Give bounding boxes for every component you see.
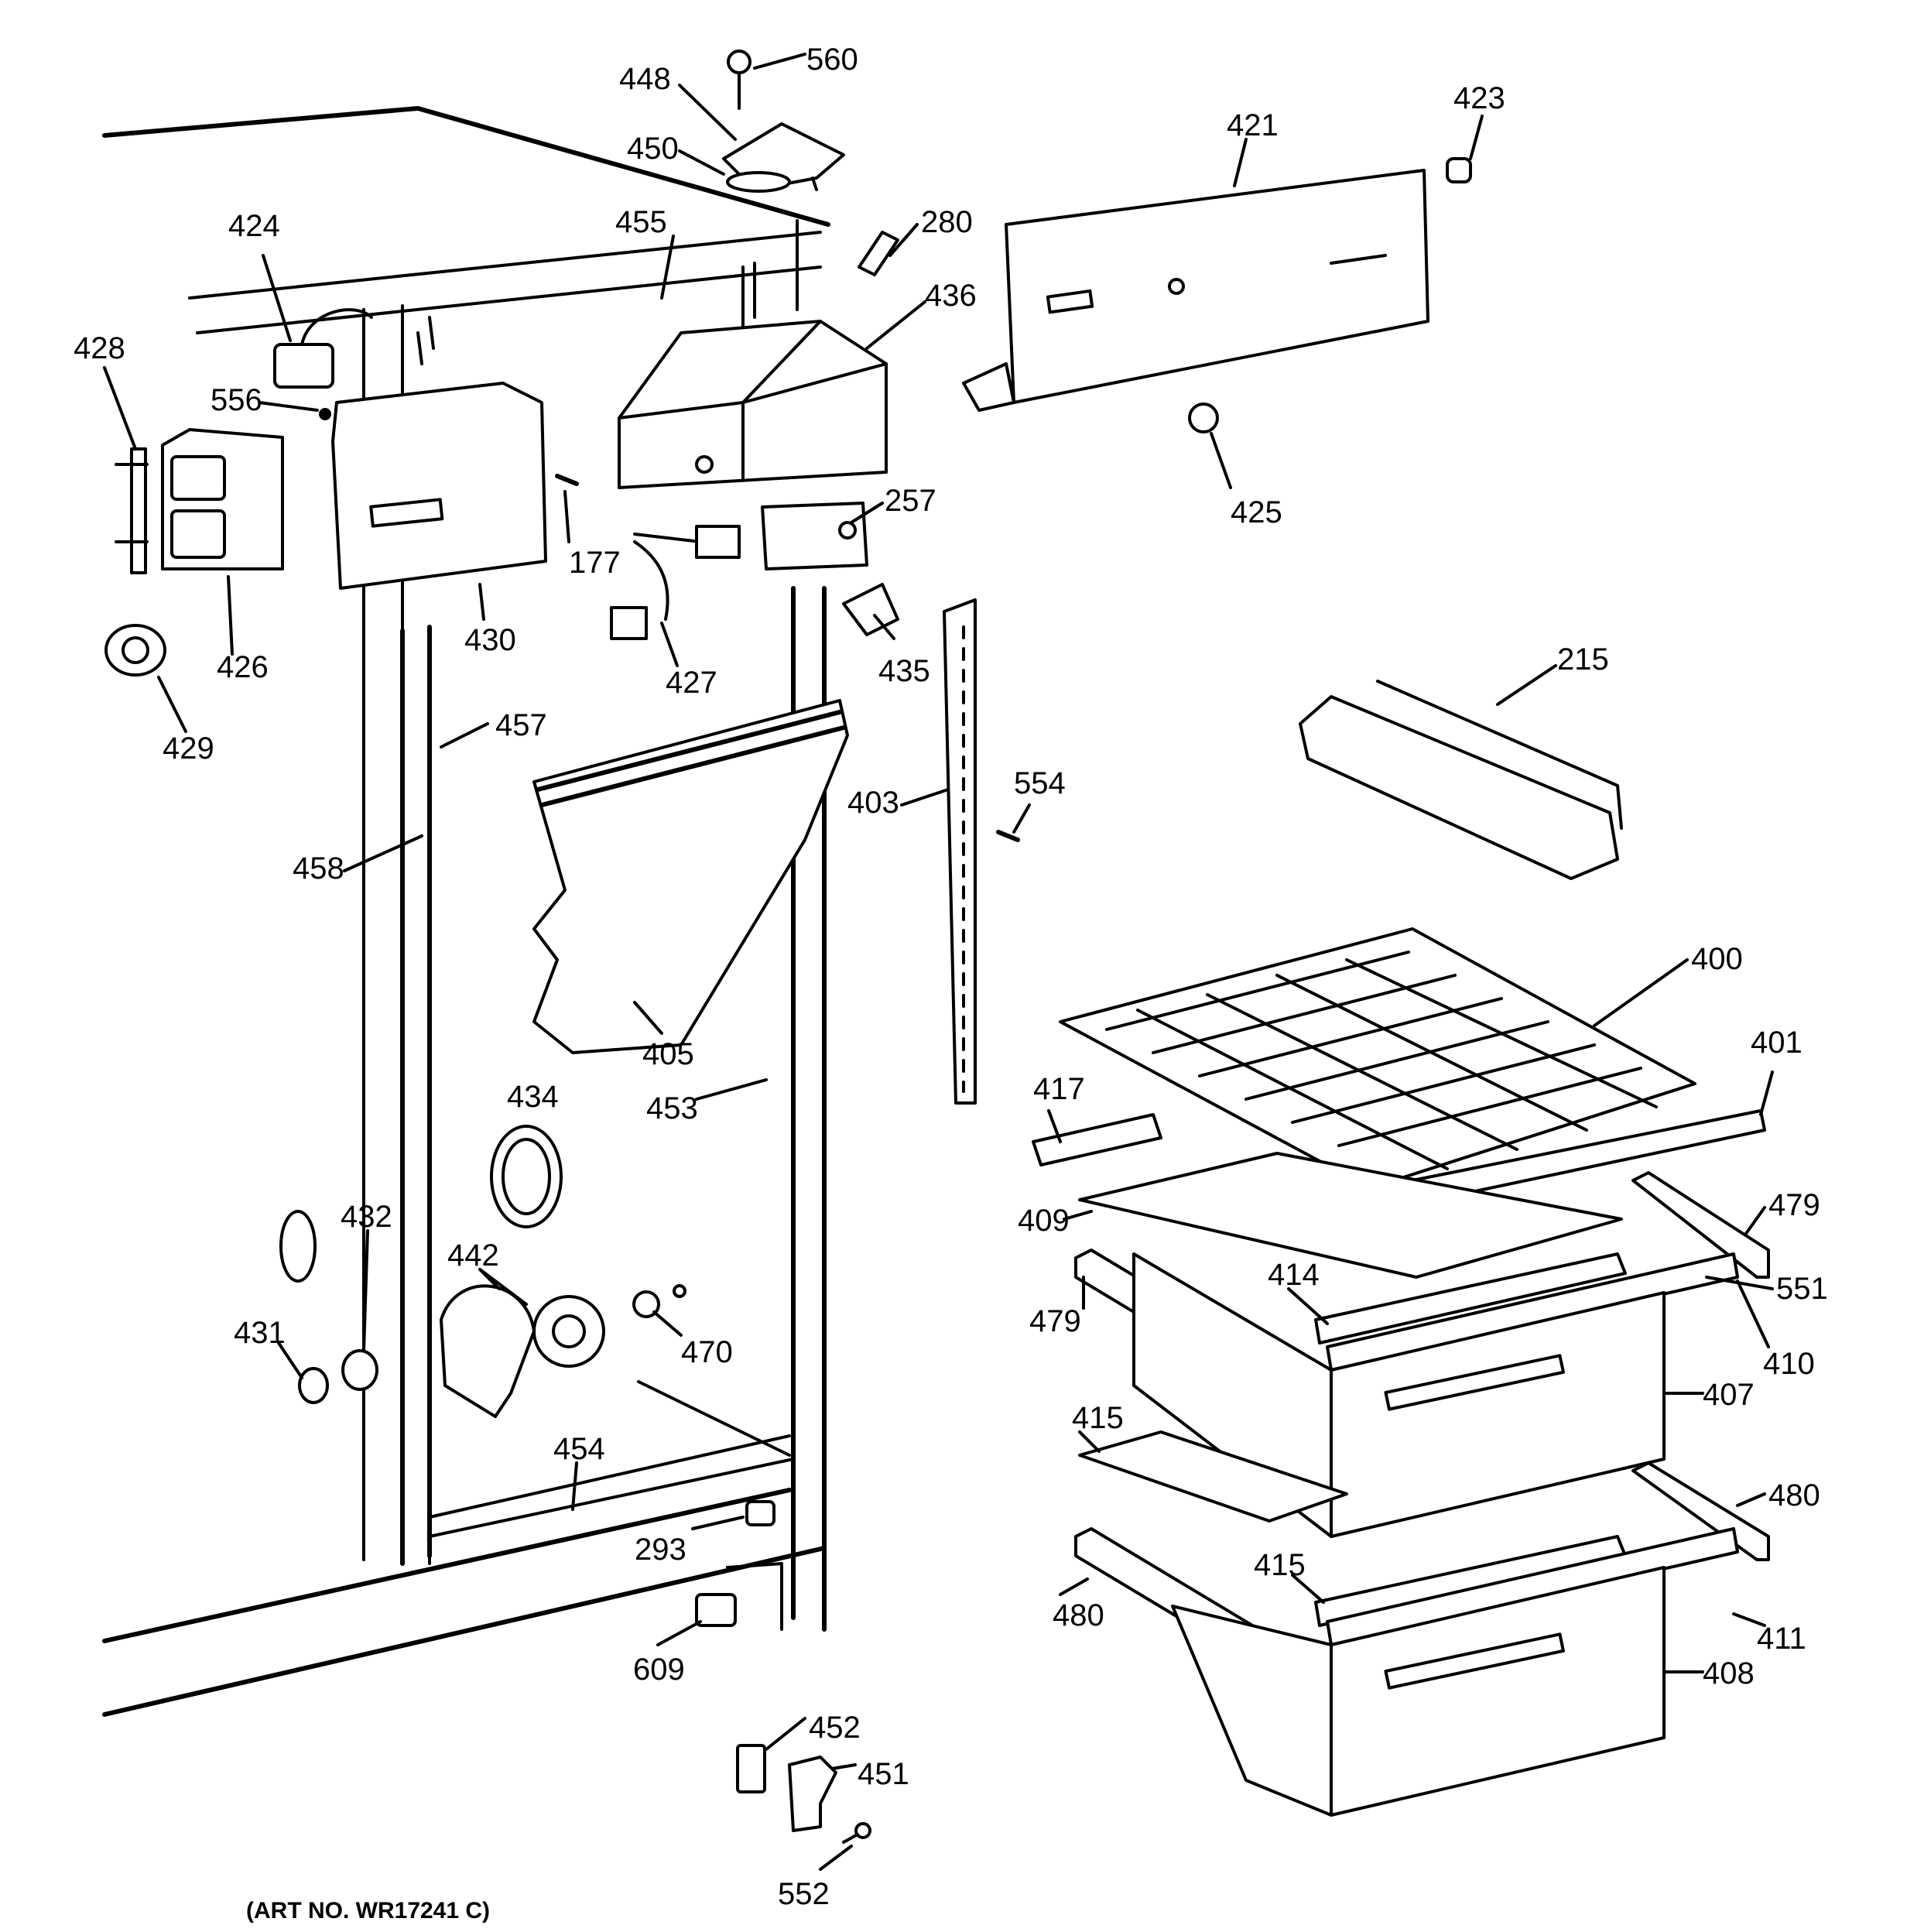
callout-430: 430 (464, 623, 516, 657)
callout-442: 442 (447, 1238, 499, 1273)
light-cover-430 (331, 382, 547, 590)
clip-435 (842, 583, 899, 636)
shim-450 (726, 171, 791, 193)
shelf-trim-417 (1032, 1113, 1162, 1166)
callout-428: 428 (74, 331, 125, 365)
knob-425 (1188, 402, 1219, 433)
art-number-caption: (ART NO. WR17241 C) (246, 1898, 490, 1923)
callout-479-right: 479 (1768, 1188, 1820, 1222)
callout-400: 400 (1691, 942, 1743, 976)
callout-410: 410 (1763, 1347, 1815, 1381)
cabinet-body (102, 106, 830, 1717)
grommet-431 (279, 1210, 329, 1404)
glass-cover-415-upper (1078, 1430, 1348, 1523)
leader-lines (103, 53, 1774, 1871)
callout-458: 458 (293, 851, 344, 886)
callout-414: 414 (1268, 1258, 1320, 1292)
knob-423 (1446, 157, 1472, 183)
bottom-hinge-451 (788, 1756, 837, 1832)
crisper-front-410 (1326, 1252, 1739, 1372)
control-knob-442 (440, 1284, 605, 1418)
screw-556 (319, 408, 331, 420)
callout-421: 421 (1227, 108, 1279, 142)
callout-454: 454 (553, 1432, 605, 1466)
callout-552: 552 (778, 1877, 830, 1911)
bushing-432 (341, 1349, 378, 1391)
callout-560: 560 (806, 43, 858, 77)
callout-452: 452 (809, 1711, 861, 1745)
callout-450: 450 (627, 132, 679, 166)
shim-452 (736, 1744, 766, 1793)
crisper-pan-408 (1171, 1566, 1666, 1817)
tube-280 (858, 231, 899, 276)
callout-403: 403 (847, 786, 899, 820)
callout-453: 453 (646, 1091, 698, 1125)
callout-425: 425 (1231, 495, 1282, 529)
callout-408: 408 (1703, 1656, 1755, 1690)
callout-427: 427 (666, 666, 717, 700)
callout-415-upper: 415 (1072, 1401, 1124, 1435)
callout-479-left: 479 (1029, 1304, 1081, 1338)
callout-457: 457 (495, 708, 547, 742)
crisper-pan-407 (1132, 1252, 1666, 1538)
callout-411: 411 (1757, 1622, 1806, 1656)
callout-455: 455 (615, 205, 667, 239)
callout-551: 551 (1776, 1272, 1828, 1306)
callout-429: 429 (163, 731, 214, 766)
callout-480-left: 480 (1053, 1598, 1104, 1632)
callout-415-lower: 415 (1254, 1548, 1306, 1582)
callout-423: 423 (1453, 81, 1505, 115)
callout-448: 448 (619, 62, 671, 96)
wire-shelf-400 (1059, 927, 1696, 1190)
pan-215 (1299, 680, 1623, 880)
part-609 (695, 1593, 737, 1627)
callout-215: 215 (1557, 642, 1609, 677)
callout-470: 470 (681, 1335, 733, 1369)
bracket-428 (115, 447, 149, 574)
defrost-timer-257 (761, 502, 868, 570)
callout-177: 177 (569, 546, 621, 580)
callout-409: 409 (1018, 1204, 1070, 1238)
clip-293 (745, 1500, 775, 1526)
callout-431: 431 (234, 1316, 286, 1350)
screw-552 (842, 1822, 871, 1844)
callout-424: 424 (228, 209, 280, 243)
callout-labels: 560 448 450 421 423 424 455 280 436 428 … (74, 43, 1828, 1911)
bulb-socket-429 (104, 624, 166, 677)
cover-405 (532, 699, 849, 1054)
screw-177 (555, 474, 579, 486)
control-housing-436 (618, 320, 888, 489)
button-470 (632, 1284, 686, 1318)
screw-554 (996, 830, 1020, 842)
thermostat-424 (273, 308, 373, 389)
callout-432: 432 (341, 1200, 392, 1234)
callout-405: 405 (642, 1037, 694, 1071)
callout-280: 280 (921, 205, 973, 239)
light-socket-housing-426 (161, 428, 284, 570)
callout-407: 407 (1703, 1378, 1755, 1412)
light-lens-434 (490, 1125, 563, 1228)
callout-401: 401 (1751, 1026, 1803, 1060)
callout-417: 417 (1033, 1072, 1085, 1106)
glass-cover-409 (1078, 1152, 1623, 1279)
crisper-frame-414 (1314, 1252, 1627, 1345)
hinge-screw-560 (727, 50, 752, 110)
callout-435: 435 (878, 654, 930, 688)
callout-480-right: 480 (1768, 1478, 1820, 1512)
callout-426: 426 (217, 650, 269, 684)
callout-257: 257 (885, 484, 936, 518)
wiring-harness-427 (610, 525, 741, 640)
callout-451: 451 (858, 1757, 909, 1791)
callout-434: 434 (507, 1080, 559, 1114)
callout-293: 293 (635, 1533, 686, 1567)
callout-609: 609 (633, 1653, 685, 1687)
callout-556: 556 (211, 383, 262, 417)
callout-554: 554 (1014, 766, 1066, 800)
control-panel-421 (962, 169, 1429, 412)
crisper-front-411 (1326, 1527, 1739, 1646)
callout-436: 436 (925, 279, 977, 313)
shelf-support-403 (943, 598, 977, 1105)
